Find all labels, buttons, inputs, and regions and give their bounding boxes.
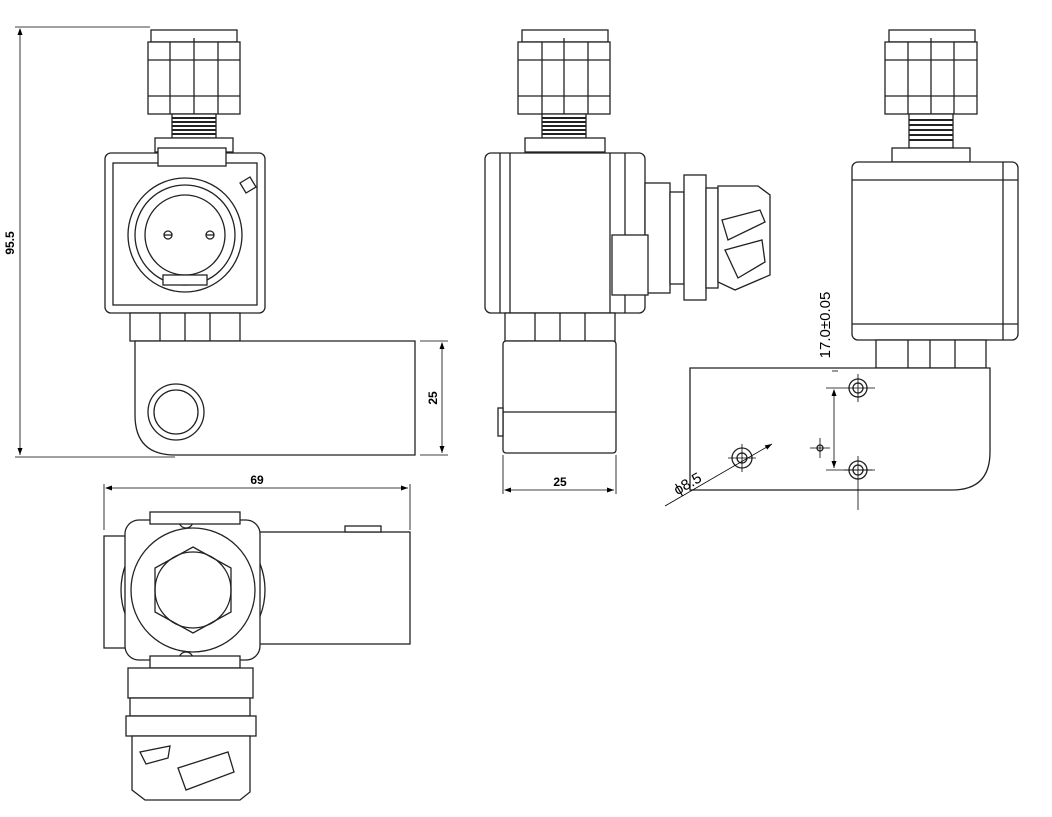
front-view [104, 29, 416, 456]
dimension-bracket-height: 25 [426, 391, 440, 405]
dimension-overall-height: 95.5 [3, 231, 17, 255]
top-view [103, 511, 411, 801]
side-view [484, 29, 771, 454]
rear-view [689, 29, 1019, 491]
dimension-hole-spacing: 17.0±0.05 [817, 292, 834, 359]
dimension-side-width: 25 [553, 475, 567, 489]
dimension-overall-width: 69 [250, 473, 264, 487]
